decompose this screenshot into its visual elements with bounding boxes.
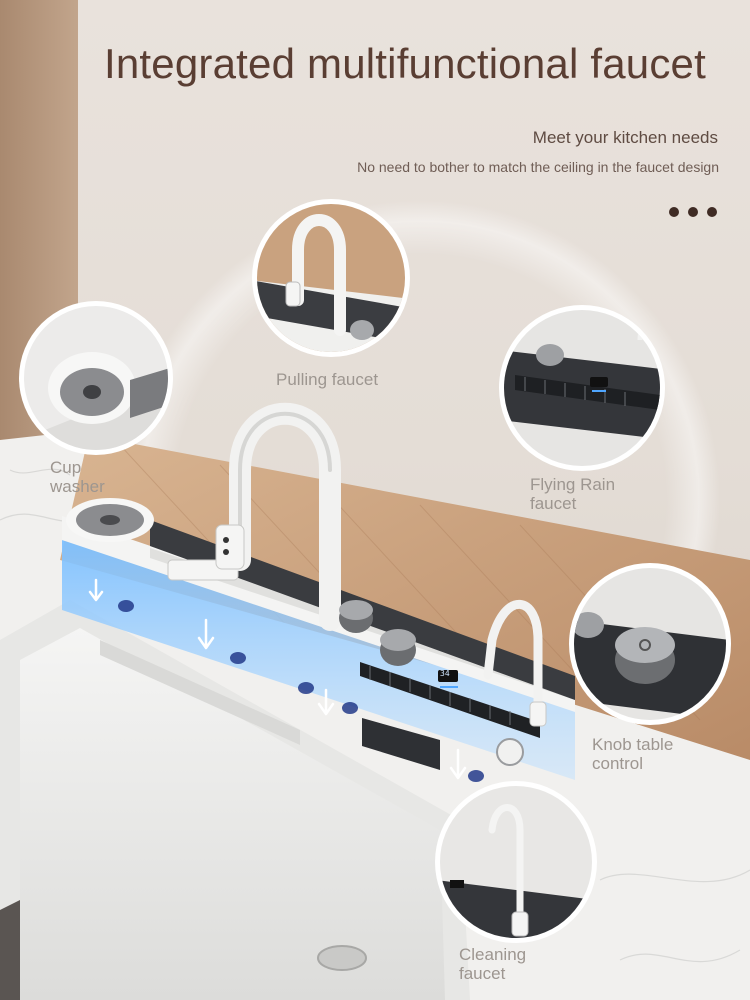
page-description: No need to bother to match the ceiling i… [357,159,719,175]
page-title: Integrated multifunctional faucet [104,40,706,87]
page-subtitle: Meet your kitchen needs [532,128,718,147]
flying-rain-label: Flying Rain faucet [530,475,615,513]
flying-rain-label-line1: Flying Rain [530,475,616,494]
pulling-faucet-label: Pulling faucet [276,370,379,389]
flying-rain-callout [499,305,665,471]
dot [707,207,717,217]
dot [669,207,679,217]
pulling-faucet-callout [252,199,410,357]
cleaning-faucet-label-line1: Cleaning [459,945,527,964]
knob-label: Knob table control [592,735,673,773]
cleaning-faucet-label: Cleaning faucet [459,945,526,983]
cup-washer-label-line1: Cup [50,458,82,477]
flying-rain-label-line2: faucet [530,494,577,513]
knob-label-line2: control [592,754,644,773]
cup-washer-callout [19,301,173,455]
cleaning-faucet-label-line2: faucet [459,964,506,983]
knob-callout [569,563,731,725]
dot [688,207,698,217]
down-arrow-icon [88,578,467,780]
digital-display-reading: 34 [440,669,450,678]
cup-washer-label-line2: washer [50,477,105,496]
more-dots-icon [669,207,717,217]
knob-label-line1: Knob table [592,735,674,754]
cup-washer-label: Cup washer [50,458,105,496]
